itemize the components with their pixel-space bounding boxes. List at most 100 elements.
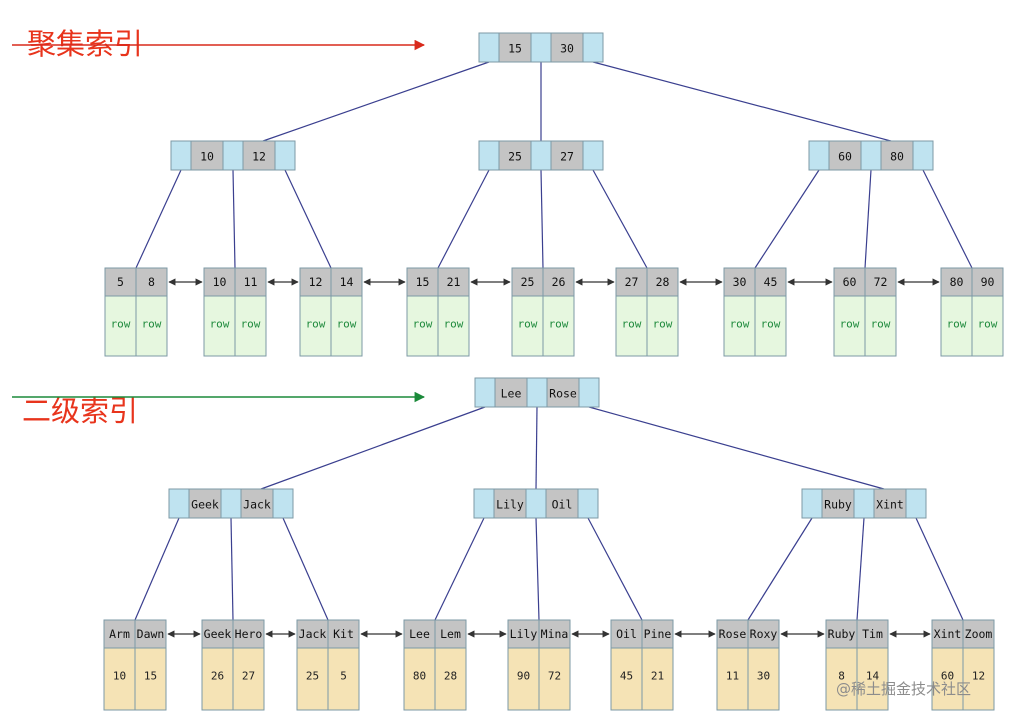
clustered-leaf-value-label: row [210,318,230,331]
clustered-internal-key-label: 12 [252,150,266,164]
clustered-leaf-key-cell [406,267,439,297]
clustered-leaf-value-label: row [549,318,569,331]
clustered-leaf-value-label: row [730,318,750,331]
secondary-leaf-key-cell [232,619,265,649]
clustered-leaf-value-label: row [840,318,860,331]
clustered-leaf-key-label: 15 [416,275,430,289]
secondary-leaf-value-label: 12 [972,670,985,683]
secondary-leaf-key-label: Pine [644,627,672,641]
secondary-leaf-key-label: Hero [235,627,263,641]
clustered-leaf-key-cell [646,267,679,297]
clustered-root-pointer-cell [478,32,500,63]
clustered-internal-key-label: 27 [560,150,574,164]
secondary-leaf-value-cell [610,647,643,711]
clustered-leaf-key-cell [104,267,137,297]
clustered-leaf-value-cell [330,295,363,357]
clustered-leaf-value-cell [542,295,575,357]
secondary-internal-key-label: Lily [496,498,524,512]
secondary-leaf-value-cell [201,647,234,711]
secondary-edge-internal [230,517,234,621]
clustered-leaf-value-cell [135,295,168,357]
clustered-leaf-key-label: 26 [552,275,566,289]
clustered-leaf-key-label: 10 [213,275,227,289]
clustered-leaf-value-cell [299,295,332,357]
secondary-root-pointer-cell [474,377,496,408]
secondary-edge-root [535,406,538,490]
secondary-leaf-key-label: Ruby [828,627,856,641]
secondary-leaf-value-label: 90 [517,670,530,683]
clustered-root-key-label: 15 [508,42,522,56]
secondary-leaf-value-cell [103,647,136,711]
secondary-leaf-value-label: 27 [242,670,255,683]
clustered-leaf-value-label: row [413,318,433,331]
clustered-leaf-value-label: row [653,318,673,331]
clustered-leaf-value-cell [234,295,267,357]
secondary-internal-pointer-cell [473,488,495,519]
clustered-leaf-key-label: 11 [244,275,258,289]
secondary-edge-internal [856,517,865,621]
clustered-internal-key-label: 10 [200,150,214,164]
secondary-internal-pointer-cell [801,488,823,519]
secondary-leaf-value-cell [434,647,467,711]
secondary-internal-key-label: Geek [191,498,219,512]
clustered-leaf-value-cell [833,295,866,357]
secondary-leaf-key-cell [134,619,167,649]
clustered-internal-pointer-cell [274,140,296,171]
secondary-root-key-label: Rose [549,387,577,401]
clustered-leaf-value-label: row [518,318,538,331]
clustered-leaf-value-label: row [241,318,261,331]
clustered-leaf-value-label: row [142,318,162,331]
secondary-leaf-key-label: Arm [109,627,130,641]
secondary-leaf-key-label: Kit [333,627,354,641]
secondary-root-key-label: Lee [501,387,522,401]
secondary-leaf-value-label: 10 [113,670,126,683]
clustered-internal-key-cell [880,140,914,171]
clustered-edge-internal [540,169,544,269]
secondary-leaf-key-cell [856,619,889,649]
clustered-internal-pointer-cell [170,140,192,171]
secondary-leaf-key-cell [538,619,571,649]
clustered-leaf-value-label: row [978,318,998,331]
clustered-edge-internal [864,169,872,269]
clustered-edge-internal [592,169,648,269]
clustered-edge-internal [232,169,236,269]
secondary-root-pointer-cell [526,377,548,408]
clustered-internal-pointer-cell [478,140,500,171]
secondary-leaf-key-cell [962,619,995,649]
secondary-leaf-key-label: Rose [719,627,747,641]
secondary-leaf-key-label: Oil [616,627,637,641]
clustered-leaf-key-label: 60 [843,275,857,289]
secondary-leaf-value-cell [134,647,167,711]
clustered-edge-internal [437,169,490,269]
clustered-leaf-key-cell [135,267,168,297]
clustered-leaf-key-label: 21 [447,275,461,289]
secondary-leaf-value-label: 45 [620,670,633,683]
clustered-leaf-value-label: row [111,318,131,331]
secondary-internal-pointer-cell [905,488,927,519]
clustered-leaf-key-label: 28 [656,275,670,289]
secondary-leaf-value-label: 72 [548,670,561,683]
clustered-leaf-key-cell [330,267,363,297]
clustered-internal-pointer-cell [808,140,830,171]
secondary-leaf-value-cell [962,647,995,711]
clustered-leaf-value-cell [864,295,897,357]
secondary-internal-key-label: Xint [876,498,904,512]
clustered-internal-pointer-cell [582,140,604,171]
secondary-leaf-key-label: Roxy [750,627,778,641]
clustered-root-key-cell [498,32,532,63]
clustered-edge-root [592,61,892,142]
clustered-internal-pointer-cell [912,140,934,171]
secondary-leaf-value-label: 21 [651,670,664,683]
secondary-leaf-value-cell [747,647,780,711]
clustered-leaf-key-label: 72 [874,275,888,289]
clustered-leaf-key-cell [940,267,973,297]
clustered-root-pointer-cell [582,32,604,63]
secondary-edge-internal [282,517,329,621]
secondary-leaf-key-cell [931,619,964,649]
secondary-root-key-cell [494,377,528,408]
secondary-leaf-value-label: 15 [144,670,157,683]
clustered-leaf-key-cell [511,267,544,297]
clustered-leaf-value-cell [971,295,1004,357]
clustered-leaf-value-label: row [761,318,781,331]
clustered-leaf-key-cell [234,267,267,297]
